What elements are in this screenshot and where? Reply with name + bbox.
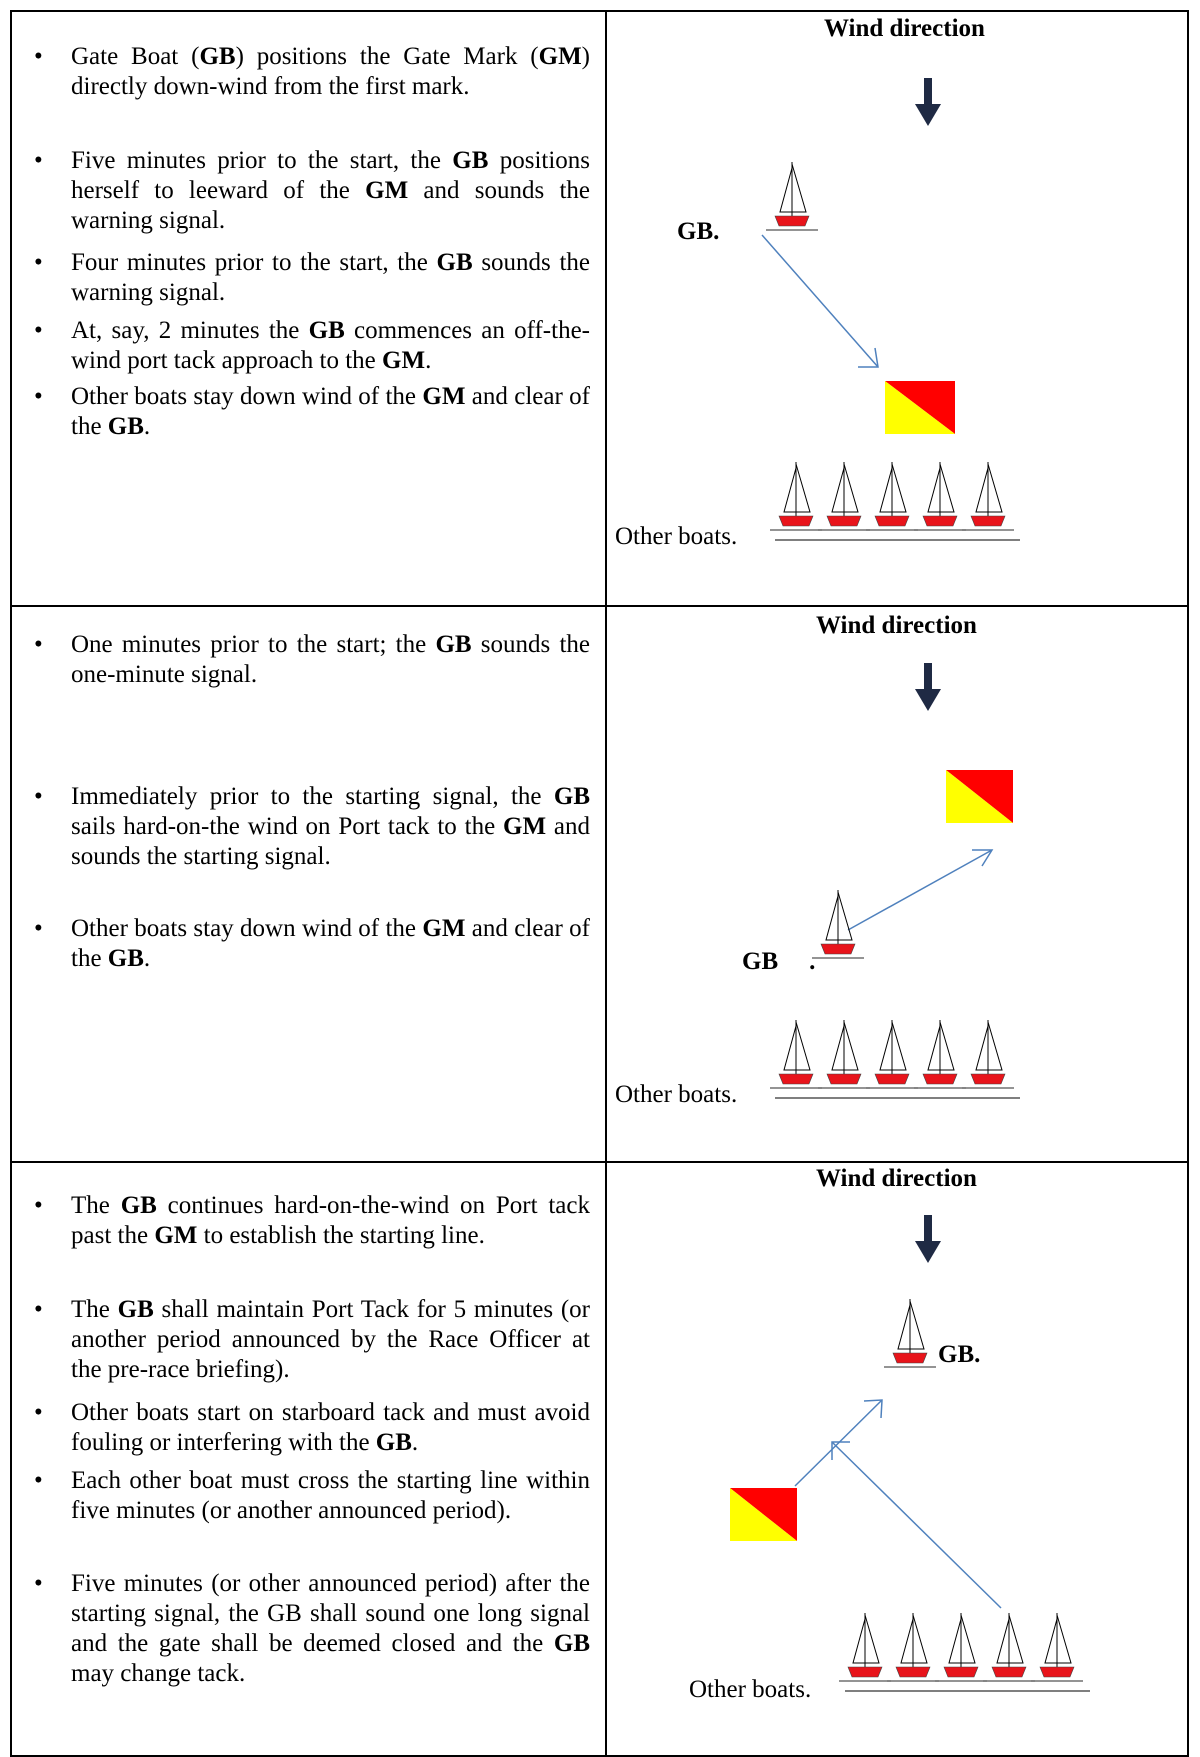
gate-mark-flag-icon xyxy=(885,381,955,434)
table-row: •The GB continues hard-on-the-wind on Po… xyxy=(10,1161,1189,1757)
bullet-text: Other boats start on starboard tack and … xyxy=(71,1399,590,1456)
bullet-text: One minutes prior to the start; the GB s… xyxy=(71,631,590,688)
diagram-cell: Wind direction xyxy=(605,1163,1187,1755)
course-arrow-line xyxy=(847,849,993,931)
gb-label: GB. xyxy=(938,1341,981,1368)
course-arrow-line xyxy=(831,1441,1002,1609)
sailboat-icon xyxy=(961,1019,1015,1089)
bullet-text: Other boats stay down wind of the GM and… xyxy=(71,915,590,972)
sailboat-icon xyxy=(982,1612,1036,1682)
course-arrowhead-icon xyxy=(863,1399,883,1419)
down-arrow-icon xyxy=(915,1215,941,1263)
sailboat-icon xyxy=(1030,1612,1084,1682)
sailboat-icon xyxy=(865,1019,919,1089)
bullet-text: The GB continues hard-on-the-wind on Por… xyxy=(71,1192,590,1249)
gb-label: GB. xyxy=(677,218,720,245)
bullet-text: Immediately prior to the starting signal… xyxy=(71,783,590,870)
sailboat-icon xyxy=(883,1298,937,1368)
other-boats-group xyxy=(769,1019,1015,1089)
gate-mark-flag-icon xyxy=(946,770,1013,823)
diagram xyxy=(730,1215,1090,1692)
course-arrow-line xyxy=(794,1399,883,1487)
bullet-text: Other boats stay down wind of the GM and… xyxy=(71,383,590,440)
other-boats-label: Other boats. xyxy=(689,1676,812,1703)
sailboat-icon xyxy=(817,461,871,531)
sailboat-icon xyxy=(961,461,1015,531)
course-arrowhead-icon xyxy=(831,1441,850,1460)
other-boats-group xyxy=(769,461,1015,531)
sailboat-icon xyxy=(765,161,819,231)
sailboat-icon xyxy=(913,461,967,531)
bullet-text: Gate Boat (GB) positions the Gate Mark (… xyxy=(71,43,590,100)
sailboat-icon xyxy=(811,889,865,959)
bullet-text: The GB shall maintain Port Tack for 5 mi… xyxy=(71,1296,590,1383)
instructions-cell: •One minutes prior to the start; the GB … xyxy=(12,607,607,1161)
sailboat-icon xyxy=(913,1019,967,1089)
diagram xyxy=(769,663,1020,1099)
sailboat-icon xyxy=(865,461,919,531)
wind-direction-label: Wind direction xyxy=(816,612,977,639)
wind-direction-label: Wind direction xyxy=(816,1165,977,1192)
bullet-text: Five minutes (or other announced period)… xyxy=(71,1570,590,1687)
table-row: •One minutes prior to the start; the GB … xyxy=(10,605,1189,1163)
other-boats-group xyxy=(838,1612,1084,1682)
instructions-cell: •The GB continues hard-on-the-wind on Po… xyxy=(12,1163,607,1755)
sailboat-icon xyxy=(838,1612,892,1682)
bullet-text: Four minutes prior to the start, the GB … xyxy=(71,249,591,306)
other-boats-label: Other boats. xyxy=(615,523,738,550)
bullet-text: At, say, 2 minutes the GB commences an o… xyxy=(71,317,590,374)
table-row: •Gate Boat (GB) positions the Gate Mark … xyxy=(10,10,1189,607)
diagram-cell: Wind direction GB. xyxy=(605,607,1187,1161)
bullet-text: Each other boat must cross the starting … xyxy=(71,1467,590,1524)
sailboat-icon xyxy=(934,1612,988,1682)
other-boats-label: Other boats. xyxy=(615,1081,738,1108)
diagram xyxy=(761,78,1020,541)
gb-label: GB. xyxy=(742,948,816,975)
course-arrowhead-icon xyxy=(972,849,994,867)
down-arrow-icon xyxy=(915,663,941,711)
sailboat-icon xyxy=(817,1019,871,1089)
sailboat-icon xyxy=(769,461,823,531)
instructions-cell: •Gate Boat (GB) positions the Gate Mark … xyxy=(12,12,607,605)
sailboat-icon xyxy=(886,1612,940,1682)
wind-direction-label: Wind direction xyxy=(824,15,985,42)
sailboat-icon xyxy=(769,1019,823,1089)
down-arrow-icon xyxy=(915,78,941,126)
gate-mark-flag-icon xyxy=(730,1488,797,1541)
course-arrow-line xyxy=(761,234,879,368)
diagram-cell: Wind direction GB. xyxy=(605,12,1187,605)
course-arrowhead-icon xyxy=(858,347,879,368)
bullet-text: Five minutes prior to the start, the GB … xyxy=(71,147,591,234)
